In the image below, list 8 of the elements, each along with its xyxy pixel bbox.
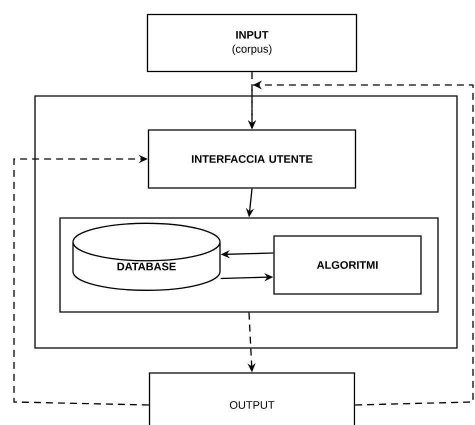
input-box: INPUT (corpus) bbox=[146, 14, 358, 72]
database-cylinder: DATABASE bbox=[72, 222, 221, 291]
arrow bbox=[13, 154, 149, 406]
system-frame bbox=[34, 95, 458, 349]
process-box: INTERFACCIA UTENTE bbox=[148, 129, 356, 189]
module-frame bbox=[59, 217, 439, 313]
process-box: ALGORITMI bbox=[273, 235, 422, 295]
output-box: OUTPUT bbox=[148, 372, 356, 425]
